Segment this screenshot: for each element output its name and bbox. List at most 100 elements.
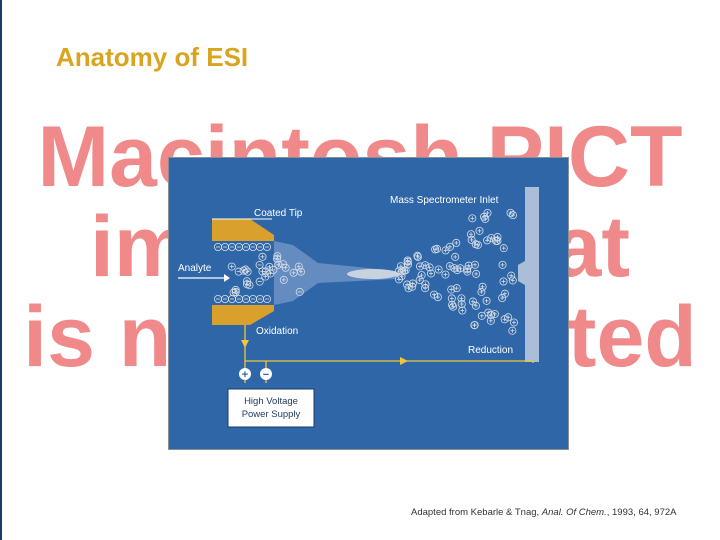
droplet-charge [279,275,288,284]
minus-terminal-sign: − [263,369,269,381]
droplet-charge [463,267,472,276]
esi-diagram: Coated Tip Analyte Oxidation Mass Spectr… [168,157,569,450]
droplet-charge [239,266,248,275]
droplet-charge [467,230,476,239]
droplet-charge [482,296,491,305]
droplet-charge [508,326,517,335]
droplet-charge [486,316,495,325]
droplet-charge [453,266,462,275]
droplet-charge [447,285,456,294]
droplet-charge [421,261,430,270]
droplet-charge [450,264,459,273]
coated-tip-upper [212,219,274,241]
droplet-charge [500,289,509,298]
droplet-charge [510,318,519,327]
droplet-charge [289,268,298,277]
droplet-charge [417,271,426,280]
droplet-charge [415,262,424,271]
droplet-charge [263,294,272,303]
droplet-charge [263,243,272,252]
minus-terminal [260,368,272,380]
droplet-charge [430,290,439,299]
droplet-charge [457,294,466,303]
droplet-charge [475,226,484,235]
caption-suffix: , 1993, 64, 972A [606,507,677,518]
droplet-charge [473,240,482,249]
taylor-cone-jet [347,269,399,279]
droplet-charge [404,260,413,269]
droplet-charge [448,300,457,309]
circuit-arrow-mid [400,357,408,365]
droplet-charge [471,301,480,310]
droplet-charge [255,260,264,269]
ms-inlet-label: Mass Spectrometer Inlet [390,195,499,206]
slide-title: Anatomy of ESI [56,42,249,72]
droplet-charge [415,276,424,285]
slide-left-border [0,0,2,540]
droplet-charge [509,211,518,220]
droplet-charge [421,280,430,289]
droplet-charge [451,252,460,261]
circuit-arrow-down [241,340,249,348]
coated-tip-lower [212,305,274,325]
reduction-label: Reduction [468,345,513,356]
droplet-charge [227,262,236,271]
droplet-charge [470,321,479,330]
charged-droplets [214,208,519,335]
droplet-charge [452,284,461,293]
droplet-charge [441,270,450,279]
droplet-charge [445,262,454,271]
power-supply-line-2: Power Supply [242,409,301,420]
droplet-charge [468,214,477,223]
droplet-charge [478,282,487,291]
droplet-charge [477,287,486,296]
droplet-charge [258,252,267,261]
droplet-charge [274,260,283,269]
plus-terminal [239,368,251,380]
droplet-charge [241,265,250,274]
droplet-charge [408,282,417,291]
droplet-charge [499,244,508,253]
droplet-charge [434,265,443,274]
droplet-charge [507,271,516,280]
droplet-charge [506,208,515,217]
droplet-charge [295,287,304,296]
droplet-charge [464,261,473,270]
figure-caption: Adapted from Kebarle & Tnag, Anal. Of Ch… [411,507,676,518]
caption-prefix: Adapted from Kebarle & Tnag, [411,507,542,518]
spray-plume [274,241,396,305]
analyte-arrowhead [224,274,230,282]
droplet-charge [447,294,456,303]
droplet-charge [279,260,288,269]
coated-tip-label: Coated Tip [254,208,303,219]
droplet-charge [294,262,303,271]
analyte-label: Analyte [178,263,212,274]
power-supply-line-1: High Voltage [244,396,298,407]
droplet-charge [508,276,517,285]
droplet-charge [245,281,254,290]
caption-journal: Anal. Of Chem. [541,507,607,518]
droplet-charge [394,275,403,284]
droplet-charge [426,269,435,278]
droplet-charge [483,236,492,245]
ms-inlet [518,187,539,362]
droplet-charge [457,300,466,309]
droplet-charge [452,238,461,247]
droplet-charge [470,260,479,269]
droplet-charge [255,277,264,286]
droplet-charge [472,269,481,278]
droplet-charge [467,235,476,244]
droplet-charge [480,212,489,221]
droplet-charge [231,287,240,296]
droplet-charge [445,242,454,251]
plus-terminal-sign: + [242,369,248,381]
droplet-charge [273,254,282,263]
droplet-charge [458,306,467,315]
droplet-charge [433,244,442,253]
droplet-charge [504,313,513,322]
droplet-charge [498,260,507,269]
droplet-charge [269,265,278,274]
droplet-charge [484,308,493,317]
droplet-charge [403,280,412,289]
droplet-charge [498,294,507,303]
